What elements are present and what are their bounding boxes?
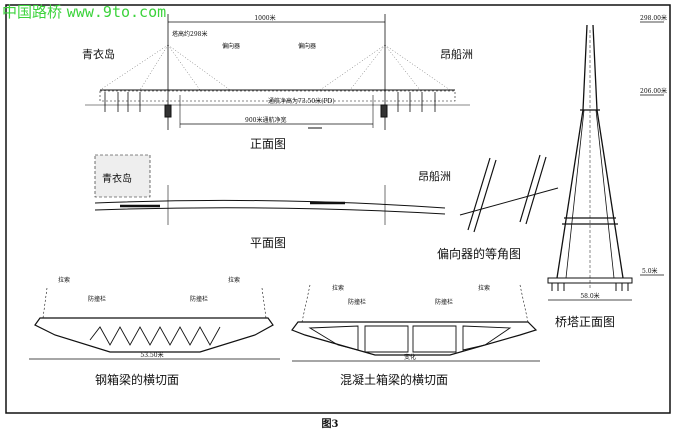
tower-mid-level: 206.00米	[640, 87, 667, 95]
clearance-width-label: 900米通航净宽	[245, 116, 286, 124]
figure-caption: 图3	[322, 418, 339, 430]
tower-elevation	[547, 21, 664, 301]
steel-cable-label-left: 拉索	[58, 276, 70, 284]
tower-title: 桥塔正面图	[555, 315, 615, 329]
concrete-width-label: 变化	[404, 353, 416, 361]
steel-barrier-label-left: 防撞栏	[88, 295, 106, 303]
tower-height-label: 塔高约298米	[172, 30, 207, 38]
watermark-url: www.9to.com	[66, 3, 167, 21]
plan-place-tsing-yi: 青衣岛	[102, 172, 132, 185]
elevation-view	[85, 14, 470, 130]
plan-title: 平面图	[250, 236, 286, 250]
plan-place-stonecutters: 昂船洲	[418, 169, 451, 183]
place-label-tsing-yi: 青衣岛	[82, 47, 115, 61]
concrete-barrier-label-right: 防撞栏	[435, 298, 453, 306]
span-label: 1000米	[254, 14, 275, 22]
place-label-stonecutters: 昂船洲	[440, 47, 473, 61]
concrete-box-section	[291, 284, 540, 362]
concrete-section-title: 混凝土箱梁的横切面	[340, 372, 448, 387]
concrete-cable-label-left: 拉索	[332, 284, 344, 292]
stay-cables	[99, 44, 451, 91]
tower-top-level: 298.00米	[640, 14, 667, 22]
plan-view	[94, 154, 446, 225]
steel-section-title: 钢箱梁的横切面	[95, 372, 179, 387]
tower-base-width: 58.0米	[580, 292, 599, 300]
steel-box-section	[29, 287, 280, 360]
deflector-label-left: 偏向器	[222, 42, 240, 50]
clearance-height-label: 通航净高为73.50米(PD)	[268, 97, 335, 105]
deflector-iso-title: 偏向器的等角图	[437, 246, 521, 261]
tower-base-level: 5.0米	[642, 267, 658, 275]
elevation-title: 正面图	[250, 137, 286, 151]
steel-cable-label-right: 拉索	[228, 276, 240, 284]
deflector-label-right: 偏向器	[298, 42, 316, 50]
drawing-frame	[5, 4, 671, 414]
steel-width-label: 53.50米	[140, 351, 163, 359]
concrete-barrier-label-left: 防撞栏	[348, 298, 366, 306]
watermark: 中国路桥 www.9to.com	[2, 1, 166, 22]
deflector-isometric	[459, 154, 559, 233]
watermark-site-name: 中国路桥	[2, 3, 63, 21]
steel-barrier-label-right: 防撞栏	[190, 295, 208, 303]
concrete-cable-label-right: 拉索	[478, 284, 490, 292]
